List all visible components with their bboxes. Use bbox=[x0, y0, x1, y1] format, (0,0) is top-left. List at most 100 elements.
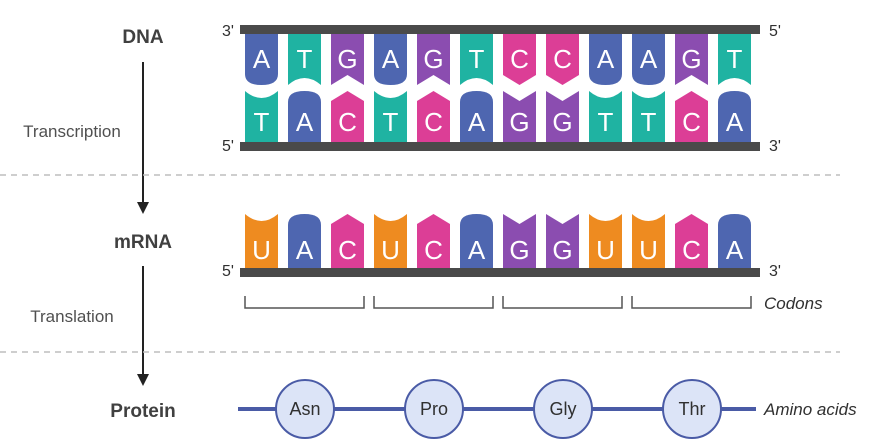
transcription-arrow bbox=[137, 62, 149, 214]
dna-coding-base: C bbox=[675, 91, 708, 142]
base-letter: A bbox=[597, 44, 615, 74]
amino-acid-label: Thr bbox=[679, 399, 706, 419]
base-letter: U bbox=[639, 235, 658, 265]
mrna-base: U bbox=[589, 214, 622, 268]
dna-coding-base: A bbox=[288, 91, 321, 142]
mrna-base: C bbox=[675, 214, 708, 268]
dna-coding-backbone bbox=[240, 142, 760, 151]
base-letter: A bbox=[726, 107, 744, 137]
dna-coding-base: T bbox=[589, 91, 622, 142]
base-letter: C bbox=[424, 107, 443, 137]
amino-acid: Thr bbox=[662, 379, 722, 439]
transcription-label: Transcription bbox=[23, 122, 121, 141]
dna-coding-base: A bbox=[460, 91, 493, 142]
amino-acid-label: Pro bbox=[420, 399, 448, 419]
dna-template-base: A bbox=[245, 34, 278, 85]
codon-bracket bbox=[631, 296, 752, 309]
base-letter: C bbox=[510, 44, 529, 74]
strand-end-label: 5' bbox=[769, 23, 781, 40]
base-letter: T bbox=[727, 44, 743, 74]
dna-template-base: A bbox=[374, 34, 407, 85]
dna-template-base: C bbox=[503, 34, 536, 85]
strand-end-label: 3' bbox=[222, 23, 234, 40]
mrna-base: A bbox=[460, 214, 493, 268]
base-letter: G bbox=[509, 107, 529, 137]
amino-acid-chain: Asn Pro Gly Thr bbox=[275, 379, 722, 439]
base-letter: A bbox=[468, 235, 486, 265]
codon-bracket bbox=[373, 296, 494, 309]
mrna-base: U bbox=[245, 214, 278, 268]
translation-arrow bbox=[137, 266, 149, 386]
mrna-base: G bbox=[503, 214, 536, 268]
mrna-base: A bbox=[718, 214, 751, 268]
base-letter: C bbox=[553, 44, 572, 74]
amino-acid: Asn bbox=[275, 379, 335, 439]
dna-coding-base: T bbox=[245, 91, 278, 142]
mrna-base: U bbox=[632, 214, 665, 268]
dna-template-backbone bbox=[240, 25, 760, 34]
dna-coding-base: G bbox=[546, 91, 579, 142]
base-letter: T bbox=[383, 107, 399, 137]
dna-template-base: T bbox=[718, 34, 751, 85]
base-letter: A bbox=[726, 235, 744, 265]
codons-label: Codons bbox=[764, 294, 823, 313]
codon-bracket bbox=[502, 296, 623, 309]
base-letter: C bbox=[424, 235, 443, 265]
amino-acid-label: Asn bbox=[289, 399, 320, 419]
base-letter: C bbox=[682, 235, 701, 265]
base-letter: G bbox=[681, 44, 701, 74]
codon-bracket bbox=[244, 296, 365, 309]
base-letter: G bbox=[337, 44, 357, 74]
base-letter: U bbox=[252, 235, 271, 265]
mrna-base: A bbox=[288, 214, 321, 268]
base-letter: T bbox=[254, 107, 270, 137]
strand-end-label: 3' bbox=[769, 263, 781, 280]
base-letter: G bbox=[552, 107, 572, 137]
strand-end-label: 5' bbox=[222, 263, 234, 280]
dna-template-base: T bbox=[460, 34, 493, 85]
mrna-label: mRNA bbox=[114, 232, 172, 253]
dna-label: DNA bbox=[122, 27, 163, 48]
base-letter: G bbox=[423, 44, 443, 74]
amino-acid: Pro bbox=[404, 379, 464, 439]
strand-end-label: 3' bbox=[769, 138, 781, 155]
codon-brackets bbox=[244, 296, 752, 309]
dna-coding-base: C bbox=[417, 91, 450, 142]
mrna-base: U bbox=[374, 214, 407, 268]
base-letter: G bbox=[552, 235, 572, 265]
base-letter: A bbox=[382, 44, 400, 74]
base-letter: U bbox=[596, 235, 615, 265]
dna-template-base: A bbox=[589, 34, 622, 85]
dna-coding-base: C bbox=[331, 91, 364, 142]
amino-acids-label: Amino acids bbox=[763, 400, 857, 419]
protein-label: Protein bbox=[110, 401, 175, 422]
translation-label: Translation bbox=[30, 307, 113, 326]
base-letter: U bbox=[381, 235, 400, 265]
mrna-base: C bbox=[417, 214, 450, 268]
base-letter: T bbox=[598, 107, 614, 137]
amino-acid: Gly bbox=[533, 379, 593, 439]
base-letter: T bbox=[641, 107, 657, 137]
base-letter: T bbox=[469, 44, 485, 74]
dna-template-base: G bbox=[331, 34, 364, 85]
strand-end-label: 5' bbox=[222, 138, 234, 155]
base-letter: A bbox=[640, 44, 658, 74]
dna-template-base: G bbox=[675, 34, 708, 85]
base-letter: C bbox=[338, 107, 357, 137]
mrna-base: C bbox=[331, 214, 364, 268]
dna-template-base: T bbox=[288, 34, 321, 85]
dna-template-base: C bbox=[546, 34, 579, 85]
dna-template-base: A bbox=[632, 34, 665, 85]
base-letter: C bbox=[682, 107, 701, 137]
dna-template-base: G bbox=[417, 34, 450, 85]
base-letter: T bbox=[297, 44, 313, 74]
dna-coding-base: T bbox=[374, 91, 407, 142]
base-letter: A bbox=[253, 44, 271, 74]
dna-coding-base: A bbox=[718, 91, 751, 142]
base-letter: A bbox=[296, 107, 314, 137]
base-letter: G bbox=[509, 235, 529, 265]
